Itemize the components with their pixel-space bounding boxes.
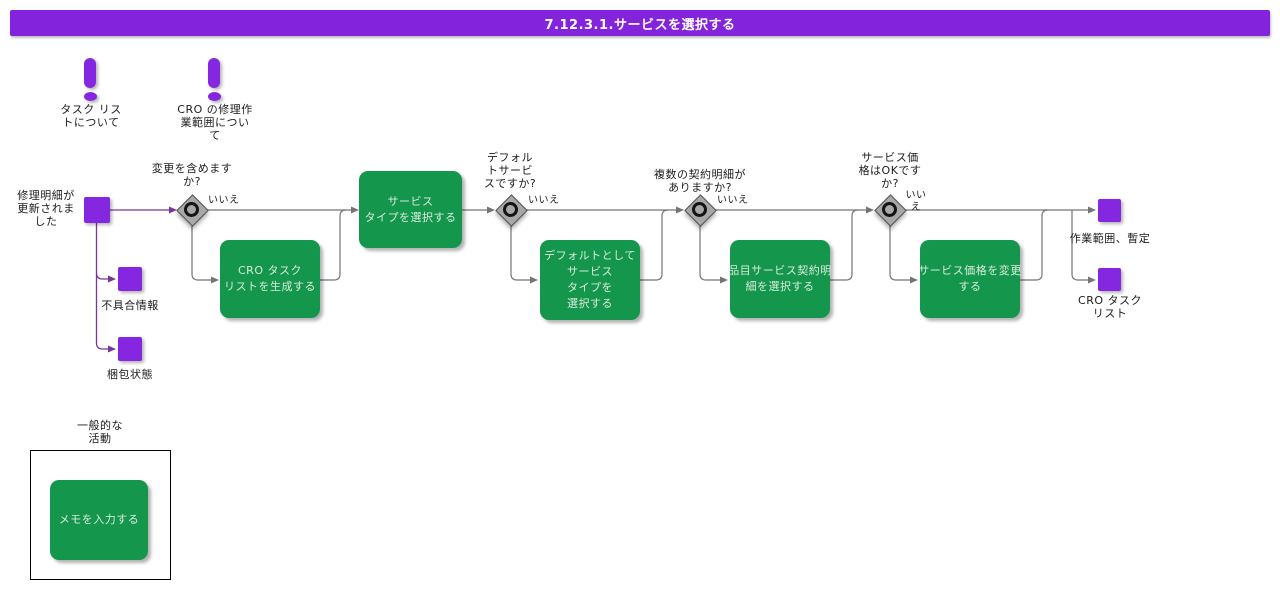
gateway-ring-icon <box>184 202 199 217</box>
exclamation-icon <box>208 92 221 101</box>
arrowhead-into-defect <box>108 275 116 283</box>
task-select-item-service-contract-line: 品目サービス契約明 細を選択する <box>728 240 831 318</box>
gateway-price-ok-question: サービス価 格はOKです か? <box>858 151 922 190</box>
connector-gw4-to-change-price <box>889 224 910 281</box>
arrowhead-into-change-price <box>910 276 918 284</box>
signal-packing-square <box>118 337 142 361</box>
gateway-ring-icon <box>692 202 707 217</box>
connector-default-type-merge <box>640 209 669 281</box>
gateway-include-changes-no: いいえ <box>208 195 240 206</box>
exclamation-icon <box>84 92 97 101</box>
end-event-work-scope-square <box>1098 199 1121 222</box>
signal-defect-label: 不具合情報 <box>101 299 159 312</box>
gateway-default-service-no: いいえ <box>528 195 560 206</box>
signal-defect-square <box>118 267 142 291</box>
task-change-service-price: サービス価格を変更 する <box>918 240 1021 318</box>
connector-gw3-to-item-line <box>699 224 720 281</box>
connector-start-to-defect <box>95 272 108 280</box>
connector-item-line-merge <box>830 209 859 281</box>
arrowhead-into-select-service-type <box>351 206 359 214</box>
gateway-ring-icon <box>882 202 897 217</box>
arrowhead-into-end2 <box>1088 276 1096 284</box>
gateway-include-changes-question: 変更を含めます か? <box>151 162 233 188</box>
end-event-cro-task-list-label: CRO タスク リスト <box>1078 294 1142 320</box>
arrowhead-into-end1 <box>1088 206 1096 214</box>
task-generate-cro-task-list: CRO タスク リストを生成する <box>220 240 320 318</box>
gateway-ring-icon <box>503 202 518 217</box>
start-event-label: 修理明細が 更新されま した <box>17 189 75 228</box>
note-task-list-label: タスク リス トについて <box>60 103 122 129</box>
start-event-square <box>84 197 110 223</box>
task-select-default-service-type: デフォルトとして サービス タイプを 選択する <box>540 240 640 320</box>
connector-start-to-packing <box>95 221 108 350</box>
exclamation-icon <box>84 58 96 88</box>
connector-gw2-to-default-type <box>510 224 530 281</box>
exclamation-icon <box>208 58 220 88</box>
note-cro-scope-label: CRO の修理作 業範囲につい て <box>177 103 253 142</box>
connector-generate-cro-merge <box>320 209 347 281</box>
arrowhead-into-packing <box>108 345 116 353</box>
task-enter-memo: メモを入力する <box>50 480 148 560</box>
arrowhead-into-generate-cro <box>211 276 219 284</box>
task-select-service-type: サービス タイプを選択する <box>359 171 462 248</box>
arrowhead-into-item-line <box>720 276 728 284</box>
end-event-cro-task-list-square <box>1098 268 1121 291</box>
legend-title: 一般的な 活動 <box>77 419 123 445</box>
signal-packing-label: 梱包状態 <box>107 368 153 381</box>
connector-gw1-to-generate-cro <box>191 224 211 281</box>
connector-change-price-merge <box>1020 209 1049 281</box>
page-title: 7.12.3.1.サービスを選択する <box>10 10 1270 36</box>
gateway-default-service-question: デフォル トサービ スですか? <box>483 151 537 190</box>
arrowhead-into-default-type <box>530 276 538 284</box>
gateway-multiple-lines-no: いいえ <box>717 195 749 206</box>
gateway-price-ok-no: いい え <box>905 190 927 213</box>
end-event-work-scope-label: 作業範囲、暫定 <box>1069 232 1151 245</box>
gateway-multiple-lines-question: 複数の契約明細が ありますか? <box>654 168 746 194</box>
